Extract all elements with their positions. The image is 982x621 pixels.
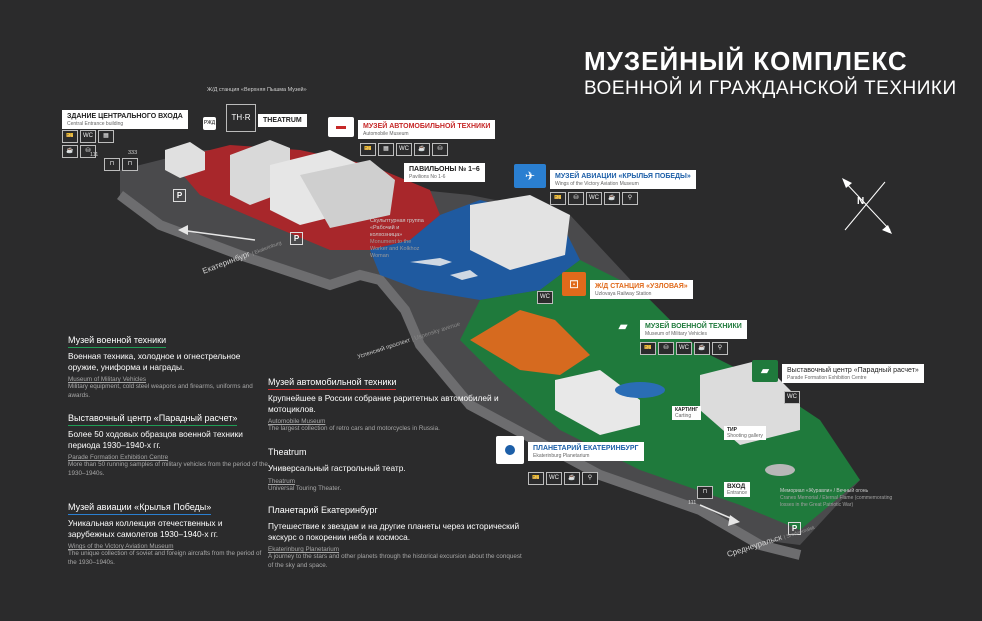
desc-auto-museum: Музей автомобильной техники Крупнейшее в… [268,377,499,432]
bus-route-111: 111 [90,152,99,158]
plane-icon: ✈ [514,164,546,188]
bus-route-111: 111 [688,500,697,506]
tank-icon: ▰ [752,360,778,382]
main-road [117,191,802,560]
bicycle-icon: ⚲ [712,342,728,355]
page-title: МУЗЕЙНЫЙ КОМПЛЕКС [584,46,908,76]
ticket-icon: 🎫 [360,143,376,156]
desc-planetarium: Планетарий Екатеринбург Путешествие к зв… [268,505,522,569]
wc-icon: WC [80,130,96,143]
auto-museum-label[interactable]: МУЗЕЙ АВТОМОБИЛЬНОЙ ТЕХНИКИ Automobile M… [358,120,496,139]
bus-stop-icon: ⊓ [697,486,713,499]
railway-zone [470,310,590,375]
central-entrance-label[interactable]: ЗДАНИЕ ЦЕНТРАЛЬНОГО ВХОДА Central Entran… [62,110,188,129]
desc-aviation-museum: Музей авиации «Крылья Победы» Уникальная… [68,502,262,566]
planetarium-label[interactable]: ПЛАНЕТАРИЙ ЕКАТЕРИНБУРГ Ekaterinburg Pla… [528,442,644,461]
rzd-logo: РЖД [203,117,216,130]
dining-icon: ⛁ [658,342,674,355]
desc-theatrum: Theatrum Универсальный гастрольный театр… [268,447,406,492]
wc-icon: WC [586,192,602,205]
parade-centre-label[interactable]: Выставочный центр «Парадный расчет» Para… [782,364,924,383]
military-museum-label[interactable]: МУЗЕЙ ВОЕННОЙ ТЕХНИКИ Museum of Military… [640,320,747,339]
bicycle-icon: ⚲ [622,192,638,205]
wc-icon: WC [396,143,412,156]
cafe-icon: ☕ [564,472,580,485]
uzlovaya-station-label[interactable]: Ж/Д СТАНЦИЯ «УЗЛОВАЯ» Uzlovaya Railway S… [590,280,693,299]
sculpture-label: Скульптурная группа «Рабочий и колхозниц… [370,218,424,259]
wc-icon: WC [546,472,562,485]
cafe-icon: ☕ [604,192,620,205]
ticket-office-icon: ▦ [98,130,114,143]
parking-icon: P [290,232,303,245]
ticket-icon: 🎫 [528,472,544,485]
ticket-office-icon: ▦ [378,143,394,156]
car-icon: ▬ [328,117,354,137]
train-icon: ⊡ [562,272,586,296]
ticket-icon: 🎫 [640,342,656,355]
dining-icon: ⛁ [432,143,448,156]
aviation-museum-label[interactable]: МУЗЕЙ АВИАЦИИ «КРЫЛЬЯ ПОБЕДЫ» Wings of t… [550,170,696,189]
bicycle-icon: ⚲ [582,472,598,485]
desc-parade-centre: Выставочный центр «Парадный расчет» Боле… [68,413,268,477]
rail-station-top-label: Ж/Д станция «Верхняя Пышма Музей» [207,87,307,93]
theatrum-logo: TH·R [226,104,256,132]
bus-stop-icon: ⊓ [122,158,138,171]
page-subtitle: ВОЕННОЙ И ГРАЖДАНСКОЙ ТЕХНИКИ [584,78,957,99]
dining-icon: ⛁ [80,145,96,158]
ticket-icon: 🎫 [550,192,566,205]
cafe-icon: ☕ [414,143,430,156]
pavilions-label[interactable]: ПАВИЛЬОНЫ № 1–6 Pavilions No 1-6 [404,163,485,182]
parking-icon: P [173,189,186,202]
wc-icon: WC [784,391,800,404]
parking-icon: P [788,522,801,535]
compass-north-label: N [857,196,865,207]
cafe-icon: ☕ [62,145,78,158]
wc-icon: WC [537,291,553,304]
theatrum-label[interactable]: THEATRUM [258,114,307,127]
bus-route-333: 333 [128,150,138,156]
ticket-icon: 🎫 [62,130,78,143]
cafe-icon: ☕ [694,342,710,355]
compass-icon [842,178,892,234]
tank-icon: ▰ [608,314,638,338]
bus-icon: ⊓ [104,158,120,171]
planetarium-logo [496,436,524,464]
desc-military-museum: Музей военной техники Военная техника, х… [68,335,253,399]
dining-icon: ⛁ [568,192,584,205]
wc-icon: WC [676,342,692,355]
